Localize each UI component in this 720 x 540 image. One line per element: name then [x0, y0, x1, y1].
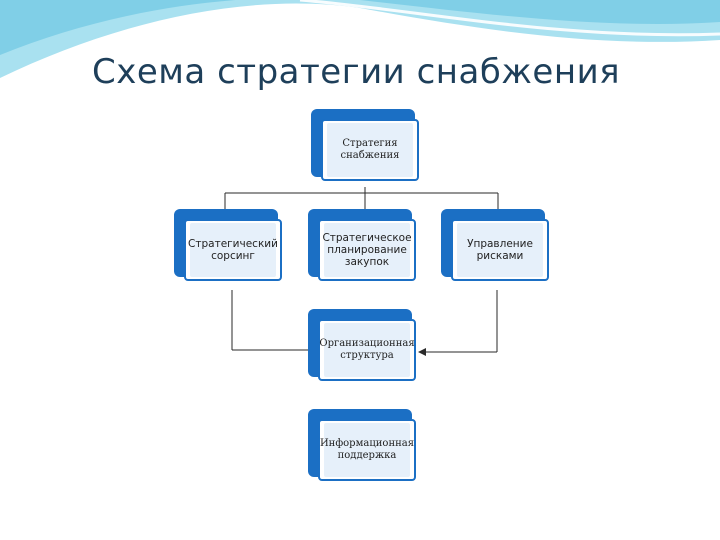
node-procurement-planning-label: Стратегическое планирование закупок — [322, 232, 412, 268]
page-title: Схема стратегии снабжения — [92, 52, 621, 92]
decorative-wave — [0, 0, 720, 78]
node-supply-strategy-label: Стратегия снабжения — [340, 138, 400, 161]
node-strategic-sourcing-label: Стратегический сорсинг — [188, 238, 278, 262]
node-org-structure: Организационная структура — [308, 309, 416, 381]
node-info-support: Информационная поддержка — [308, 409, 416, 481]
node-supply-strategy: Стратегия снабжения — [311, 109, 419, 181]
node-strategic-sourcing: Стратегический сорсинг — [174, 209, 282, 281]
node-info-support-label: Информационная поддержка — [319, 438, 415, 461]
node-risk-management: Управление рисками — [441, 209, 549, 281]
node-risk-management-label: Управление рисками — [467, 238, 533, 262]
node-procurement-planning: Стратегическое планирование закупок — [308, 209, 416, 281]
node-org-structure-label: Организационная структура — [319, 338, 415, 361]
